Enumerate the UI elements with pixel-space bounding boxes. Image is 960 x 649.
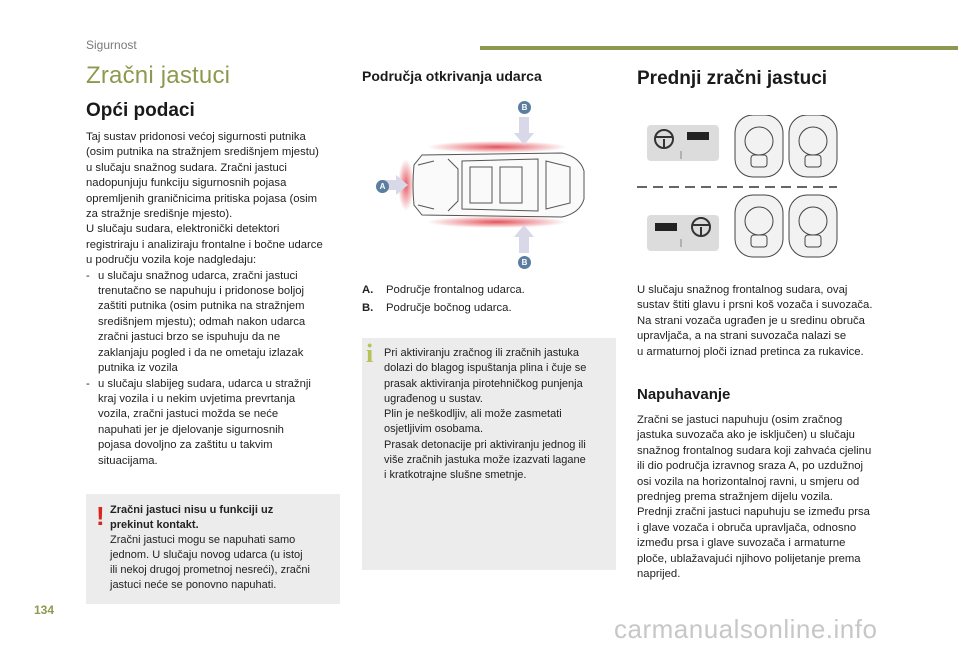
page-number: 134 xyxy=(34,603,55,617)
text-line: za stražnje središnje mjesto). xyxy=(86,208,233,221)
text-line: (osim putnika na stražnjem središnjem mj… xyxy=(86,146,319,159)
page-title: Zračni jastuci xyxy=(86,62,231,89)
text-line: Prasak detonacije pri aktiviranju jednog… xyxy=(384,438,586,451)
warning-text: Zračni jastuci nisu u funkciji uz prekin… xyxy=(110,503,332,593)
text-line: situacijama. xyxy=(98,454,158,467)
text-line: više zračnih jastuka može izazvati lagan… xyxy=(384,454,586,467)
arrow-b-bottom xyxy=(514,225,534,253)
section-bar xyxy=(480,46,958,50)
car-top-view xyxy=(412,152,585,218)
text-line: U slučaju snažnog frontalnog sudara, ova… xyxy=(637,284,848,296)
list-item: - u slučaju snažnog udarca, zračni jastu… xyxy=(86,269,351,377)
text-line: naprijed. xyxy=(637,568,681,581)
diagram-legend: A. Područje frontalnog udarca. B. Područ… xyxy=(362,283,616,317)
text-line: osjetljivim osobama. xyxy=(384,423,484,436)
text-line: U slučaju sudara, elektronički detektori xyxy=(86,223,280,236)
text-line: prasak aktiviranja pirotehničkog punjenj… xyxy=(384,377,583,390)
text-line: vozila, zračni jastuci možda se neće xyxy=(98,408,279,421)
text-line: putnika iz vozila xyxy=(98,362,178,375)
front-airbags-illustration xyxy=(637,115,838,258)
badge-b-top: B xyxy=(518,101,531,114)
text-line: u armaturnoj ploči iznad pretinca za ruk… xyxy=(637,345,864,358)
text-line: snažnog frontalnog sudara koji zahvaća c… xyxy=(637,444,872,457)
text-line: kraj vozila i u nekim uvjetima prevrtanj… xyxy=(98,392,296,405)
text-line: osi vozila na horizontalnoj ravni, u smj… xyxy=(637,475,860,488)
text-line: trenutačno se napuhuju i pridonose boljo… xyxy=(98,285,305,298)
legend-key: A. xyxy=(362,284,374,296)
text-line: nadopunjuju funkciju sigurnosnih pojasa xyxy=(86,177,287,190)
passenger-dashboard xyxy=(647,215,719,251)
text-line: jastuka suvozača ako je isključen) u slu… xyxy=(637,429,855,442)
text-line: ili nekoj drugoj prometnoj nesreći), zra… xyxy=(110,564,310,576)
text-line: pojasa dovoljno za zaštitu u takvim xyxy=(98,439,273,452)
front-airbags-intro: U slučaju snažnog frontalnog sudara, ova… xyxy=(637,283,905,360)
text-line: Zračni jastuci mogu se napuhati samo xyxy=(110,534,296,546)
inflation-heading: Napuhavanje xyxy=(637,386,731,403)
text-line: Zračni se jastuci napuhuju (osim zračnog xyxy=(637,414,843,426)
text-line: u slučaju slabijeg sudara, udarca u stra… xyxy=(98,377,311,390)
list-dash: - xyxy=(86,269,90,282)
warning-title-line: Zračni jastuci nisu u funkciji uz xyxy=(110,504,274,516)
text-line: Na strani vozača ugrađen je u sredinu ob… xyxy=(637,314,865,327)
warning-title-line: prekinut kontakt. xyxy=(110,519,199,531)
text-line: zaklanjaju pogled i da ne ometaju izlaza… xyxy=(98,346,304,359)
text-line: Taj sustav pridonosi većoj sigurnosti pu… xyxy=(86,131,306,143)
info-text: Pri aktiviranju zračnog ili zračnih jast… xyxy=(384,346,610,484)
text-line: dolazi do blagog ispuštanja plina i čuje… xyxy=(384,362,587,375)
text-line: i kratkotrajne slušne smetnje. xyxy=(384,469,527,482)
text-line: ugrađenog u sustav. xyxy=(384,392,483,405)
legend-key: B. xyxy=(362,302,374,315)
list-item: - u slučaju slabijeg sudara, udarca u st… xyxy=(86,377,351,469)
badge-b-bottom: B xyxy=(518,256,531,269)
front-airbags-heading: Prednji zračni jastuci xyxy=(637,68,828,89)
occupant-seats xyxy=(734,115,838,258)
legend-text: Područje bočnog udarca. xyxy=(386,302,512,315)
text-line: Pri aktiviranju zračnog ili zračnih jast… xyxy=(384,347,580,359)
text-line: jednom. U slučaju novog udarca (u istoj xyxy=(110,549,303,561)
text-line: između prsa i glave suvozača i armaturne xyxy=(637,537,846,550)
info-box xyxy=(362,338,616,570)
text-line: zaštiti putnika (osim putnika na stražnj… xyxy=(98,300,305,313)
side-impact-zone-bottom xyxy=(427,216,567,228)
list-dash: - xyxy=(86,377,90,390)
text-line: prednjeg prema stražnjem dijelu vozila. xyxy=(637,491,833,504)
text-line: u području vozila koje nadgledaju: xyxy=(86,254,257,267)
text-line: napuhati jer je djelovanje sigurnosnih xyxy=(98,423,284,436)
warning-box xyxy=(86,494,340,604)
legend-text: Područje frontalnog udarca. xyxy=(386,284,525,296)
text-line: zračni jastuci brzo se ispuhuju da ne xyxy=(98,331,281,344)
badge-a: A xyxy=(376,180,389,193)
text-line: ili dio područja izravnog sraza A, po uz… xyxy=(637,460,864,473)
warning-icon: ! xyxy=(96,501,105,531)
inflation-text: Zračni se jastuci napuhuju (osim zračnog… xyxy=(637,413,905,582)
general-intro: Taj sustav pridonosi većoj sigurnosti pu… xyxy=(86,130,351,469)
watermark: carmanualsonline.info xyxy=(614,614,878,644)
text-line: registriraju i analiziraju frontalne i b… xyxy=(86,238,323,251)
text-line: Prednji zračni jastuci napuhuju se izmeđ… xyxy=(637,506,870,519)
text-line: središnjem mjestu); odmah nakon udarca xyxy=(98,315,306,328)
text-line: opremljenih graničnicima pritiska pojasa… xyxy=(86,192,318,205)
section-label: Sigurnost xyxy=(86,38,137,52)
text-line: u slučaju snažnog udarca, zračni jastuci xyxy=(98,269,298,282)
text-line: ploče, ublažavajući njihovo polijetanje … xyxy=(637,552,861,565)
text-line: sustav štiti glavu i prsni koš vozača i … xyxy=(637,299,873,312)
impact-zones-diagram xyxy=(382,117,585,253)
info-icon: i xyxy=(366,339,374,368)
legend-item: B. Područje bočnog udarca. xyxy=(362,301,616,316)
general-heading: Opći podaci xyxy=(86,100,195,121)
arrow-b-top xyxy=(514,117,534,145)
driver-dashboard xyxy=(647,125,719,161)
text-line: Plin je neškodljiv, ali može zasmetati xyxy=(384,408,562,421)
side-impact-zone-top xyxy=(427,141,567,153)
text-line: upravljača, a na strani suvozača nalazi … xyxy=(637,330,847,343)
text-line: i glave vozača i obruča upravljača, odno… xyxy=(637,521,857,534)
legend-item: A. Područje frontalnog udarca. xyxy=(362,283,616,298)
text-line: u slučaju snažnog sudara. Zračni jastuci xyxy=(86,161,287,174)
text-line: jastuci neće se ponovno napuhati. xyxy=(110,579,277,591)
arrow-a xyxy=(382,175,408,195)
detection-heading: Područja otkrivanja udarca xyxy=(362,68,542,84)
